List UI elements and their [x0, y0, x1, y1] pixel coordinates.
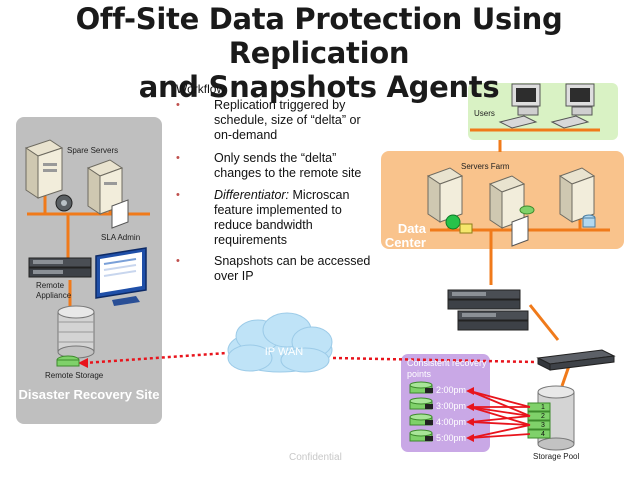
- storage-slice-labels: 1 2 3 4: [541, 403, 545, 439]
- workflow-heading: Workflow: [176, 82, 226, 96]
- bullet-marker: •: [176, 99, 180, 111]
- user-pc-2: [550, 83, 595, 129]
- spare-server-tower-2: [86, 159, 129, 229]
- confidential-footer: Confidential: [289, 452, 342, 463]
- snapshot-time: 3:00pm: [436, 401, 467, 411]
- sla-admin-label: SLA Admin: [101, 233, 141, 242]
- remote-storage-stack: [56, 305, 95, 367]
- workflow-bullet-text: Replication triggered by schedule, size …: [214, 98, 361, 142]
- storage-pool-label: Storage Pool: [533, 452, 580, 461]
- workflow-bullet-text: Differentiator: Microscan feature implem…: [214, 188, 350, 247]
- spare-servers-label: Spare Servers: [67, 146, 119, 155]
- replication-link-left: [83, 351, 228, 365]
- user-pc-1: [498, 83, 541, 129]
- snapshot-time: 2:00pm: [436, 385, 467, 395]
- page-title: Off-Site Data Protection Using Replicati…: [0, 2, 638, 104]
- remote-appliance-label: Remote Appliance: [36, 281, 72, 300]
- data-center-label: Data Center: [384, 221, 426, 250]
- storage-slice-3: 3: [541, 422, 545, 429]
- storage-slice-1: 1: [541, 404, 545, 411]
- title-line-2: and Snapshots Agents: [138, 70, 500, 104]
- bullet-marker: •: [176, 255, 180, 267]
- farm-server-3: [558, 167, 596, 228]
- storage-slice-2: 2: [541, 413, 545, 420]
- replication-arrowhead: [78, 358, 88, 368]
- dc-switch: [536, 349, 616, 371]
- bullet-marker: •: [176, 152, 180, 164]
- storage-slice-4: 4: [541, 431, 545, 438]
- storage-pool-stack: [527, 385, 575, 451]
- bullet-marker: •: [176, 189, 180, 201]
- snapshot-time: 4:00pm: [436, 417, 467, 427]
- farm-server-1: [426, 167, 473, 234]
- dc-appliance-rack: [447, 289, 529, 331]
- workflow-bullet-text: Only sends the “delta” changes to the re…: [214, 151, 362, 180]
- ip-wan-label: IP WAN: [264, 346, 304, 358]
- recovery-arrows: [469, 390, 531, 439]
- remote-storage-label: Remote Storage: [45, 371, 104, 380]
- recovery-points-label: Consistent recovery points: [407, 358, 487, 379]
- disaster-recovery-site-label: Disaster Recovery Site: [18, 387, 160, 402]
- farm-server-2: [488, 175, 535, 247]
- ip-wan-cloud: [227, 312, 333, 373]
- recovery-arrowheads: [466, 387, 474, 442]
- workflow-bullet-text: Snapshots can be accessed over IP: [214, 254, 371, 283]
- snapshot-time: 5:00pm: [436, 433, 467, 443]
- servers-farm-label: Servers Farm: [461, 162, 510, 171]
- spare-server-tower-1: [24, 139, 64, 199]
- sla-admin-monitor: [95, 247, 147, 306]
- remote-appliance-rack: [28, 257, 92, 278]
- replication-link-right: [332, 356, 536, 364]
- users-label: Users: [474, 109, 495, 118]
- snapshot-disks: [409, 381, 433, 442]
- title-line-1: Off-Site Data Protection Using Replicati…: [75, 2, 563, 70]
